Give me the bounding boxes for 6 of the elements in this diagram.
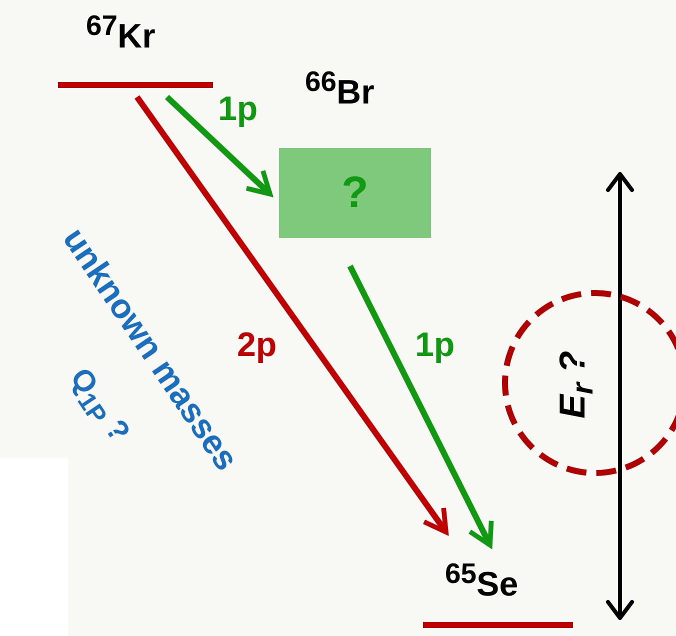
nucleus-label: $^{67}$Kr xyxy=(86,10,156,56)
nucleus-label: $^{66}$Br xyxy=(305,66,374,112)
arrow xyxy=(347,264,494,548)
arrow xyxy=(134,95,448,534)
nucleus-label: $^{65}$Se xyxy=(445,558,518,604)
question-mark: ? xyxy=(340,168,370,218)
